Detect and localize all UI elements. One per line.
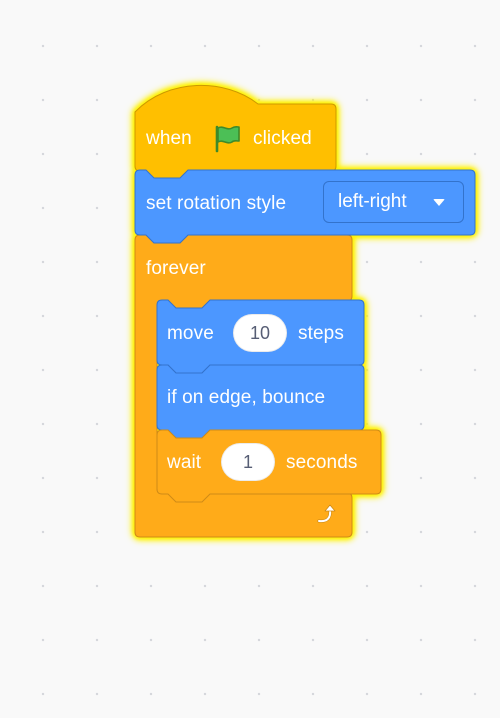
- chevron-down-icon: [433, 199, 445, 206]
- move-label: move: [167, 323, 214, 344]
- forever-label: forever: [146, 258, 206, 279]
- green-flag-icon: [215, 125, 240, 153]
- rotation-style-value: left-right: [338, 191, 407, 212]
- seconds-input[interactable]: 1: [221, 443, 275, 481]
- if-on-edge-bounce-label: if on edge, bounce: [167, 387, 326, 408]
- set-rotation-style-label: set rotation style: [146, 193, 287, 214]
- rotation-style-dropdown[interactable]: left-right: [323, 181, 464, 223]
- clicked-label: clicked: [253, 128, 312, 149]
- loop-arrow-icon: [317, 504, 336, 523]
- seconds-label: seconds: [286, 452, 358, 473]
- steps-input[interactable]: 10: [233, 314, 287, 352]
- when-label: when: [146, 128, 192, 149]
- wait-label: wait: [167, 452, 202, 473]
- steps-label: steps: [298, 323, 344, 344]
